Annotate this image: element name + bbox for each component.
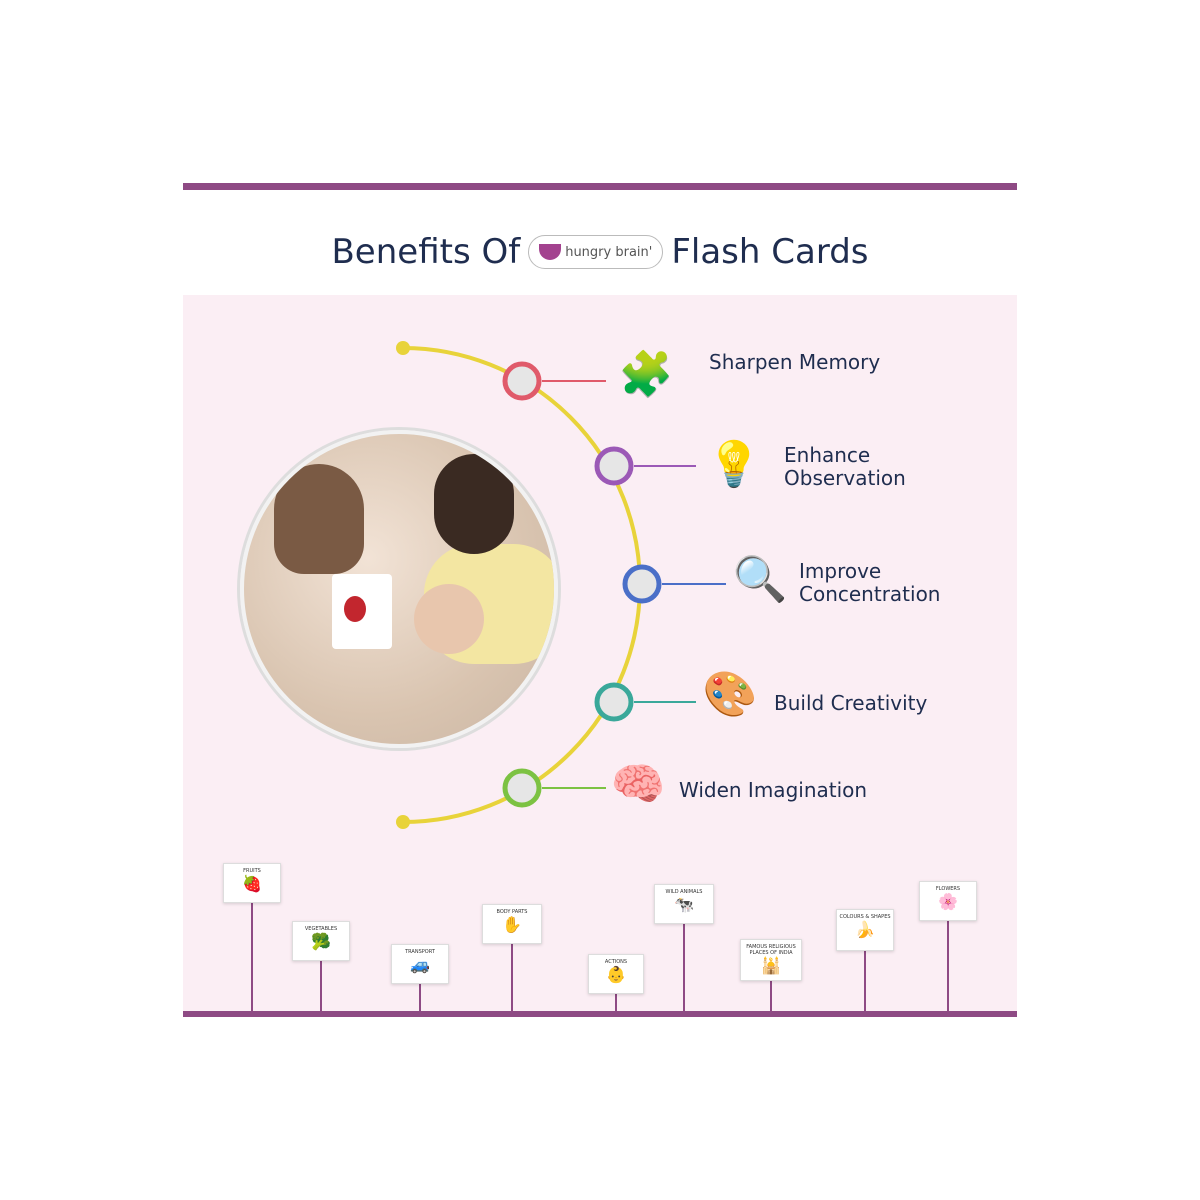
card-pole <box>864 951 866 1013</box>
flash-card-image: 🍓 <box>242 874 262 893</box>
benefit-node <box>502 361 542 401</box>
flash-card: COLOURS & SHAPES🍌 <box>836 909 894 951</box>
card-pole <box>320 961 322 1013</box>
flash-card-image: 🥦 <box>311 932 331 951</box>
flash-card-label: COLOURS & SHAPES <box>839 914 891 920</box>
flash-card: WILD ANIMALS🐄 <box>654 884 714 924</box>
palette-icon: 🎨 <box>702 669 758 720</box>
flash-card-label: FRUITS <box>243 868 261 874</box>
puzzle-icon: 🧩 <box>618 349 674 400</box>
benefit-node <box>594 682 634 722</box>
brain-bowl-icon <box>539 244 562 260</box>
benefit-label: Improve Concentration <box>799 559 941 606</box>
flash-card-image: 🕌 <box>761 956 781 975</box>
header <box>183 190 1017 295</box>
flash-card: FLOWERS🌸 <box>919 881 977 921</box>
top-divider <box>183 183 1017 190</box>
title-prefix: Benefits Of <box>331 232 521 272</box>
flash-card: FRUITS🍓 <box>223 863 281 903</box>
flash-card-image: 🍌 <box>855 920 875 939</box>
card-pole <box>947 921 949 1013</box>
benefit-node <box>502 768 542 808</box>
card-pole <box>419 984 421 1013</box>
flash-card-label: VEGETABLES <box>304 926 338 932</box>
flash-card-label: FLOWERS <box>935 886 961 892</box>
flash-card-label: ACTIONS <box>604 959 628 965</box>
flash-card: BODY PARTS✋ <box>482 904 542 944</box>
parents-baby-photo <box>240 430 558 748</box>
title-suffix: Flash Cards <box>671 232 869 272</box>
flash-card-label: WILD ANIMALS <box>665 889 703 895</box>
flash-card-label: TRANSPORT <box>405 949 435 955</box>
card-pole <box>511 944 513 1013</box>
card-pole <box>251 903 253 1013</box>
flash-card-image: 🌸 <box>938 892 958 911</box>
benefit-node <box>594 446 634 486</box>
brand-name: hungry brain' <box>565 244 653 260</box>
benefit-label: Sharpen Memory <box>709 350 881 374</box>
benefit-label: Widen Imagination <box>679 778 868 802</box>
benefit-node <box>622 564 662 604</box>
flash-card: VEGETABLES🥦 <box>292 921 350 961</box>
flash-card-image: 👶 <box>606 965 626 984</box>
arc-end-dot <box>396 815 410 829</box>
lightbulb-icon: 💡 <box>706 439 762 490</box>
arc-start-dot <box>396 341 410 355</box>
flash-card: FAMOUS RELIGIOUS PLACES OF INDIA🕌 <box>740 939 802 981</box>
head-gear-icon: 🧠 <box>610 759 666 810</box>
flash-card: ACTIONS👶 <box>588 954 644 994</box>
page-title: Benefits Of hungry brain' Flash Cards <box>0 232 1200 272</box>
flash-card-image: ✋ <box>502 915 522 934</box>
benefit-label: Build Creativity <box>774 691 928 715</box>
flash-card-label: BODY PARTS <box>496 909 528 915</box>
flash-card: TRANSPORT🚙 <box>391 944 449 984</box>
arc-line <box>402 346 642 824</box>
brand-logo: hungry brain' <box>528 235 664 269</box>
card-pole <box>770 981 772 1013</box>
benefit-label: Enhance Observation <box>784 443 906 490</box>
flash-card-image: 🐄 <box>674 895 694 914</box>
card-pole <box>683 924 685 1013</box>
flash-card-image: 🚙 <box>410 955 430 974</box>
flash-card-label: FAMOUS RELIGIOUS PLACES OF INDIA <box>746 944 796 956</box>
magnifier-icon: 🔍 <box>732 554 788 605</box>
bottom-divider <box>183 1011 1017 1017</box>
card-pole <box>615 994 617 1013</box>
